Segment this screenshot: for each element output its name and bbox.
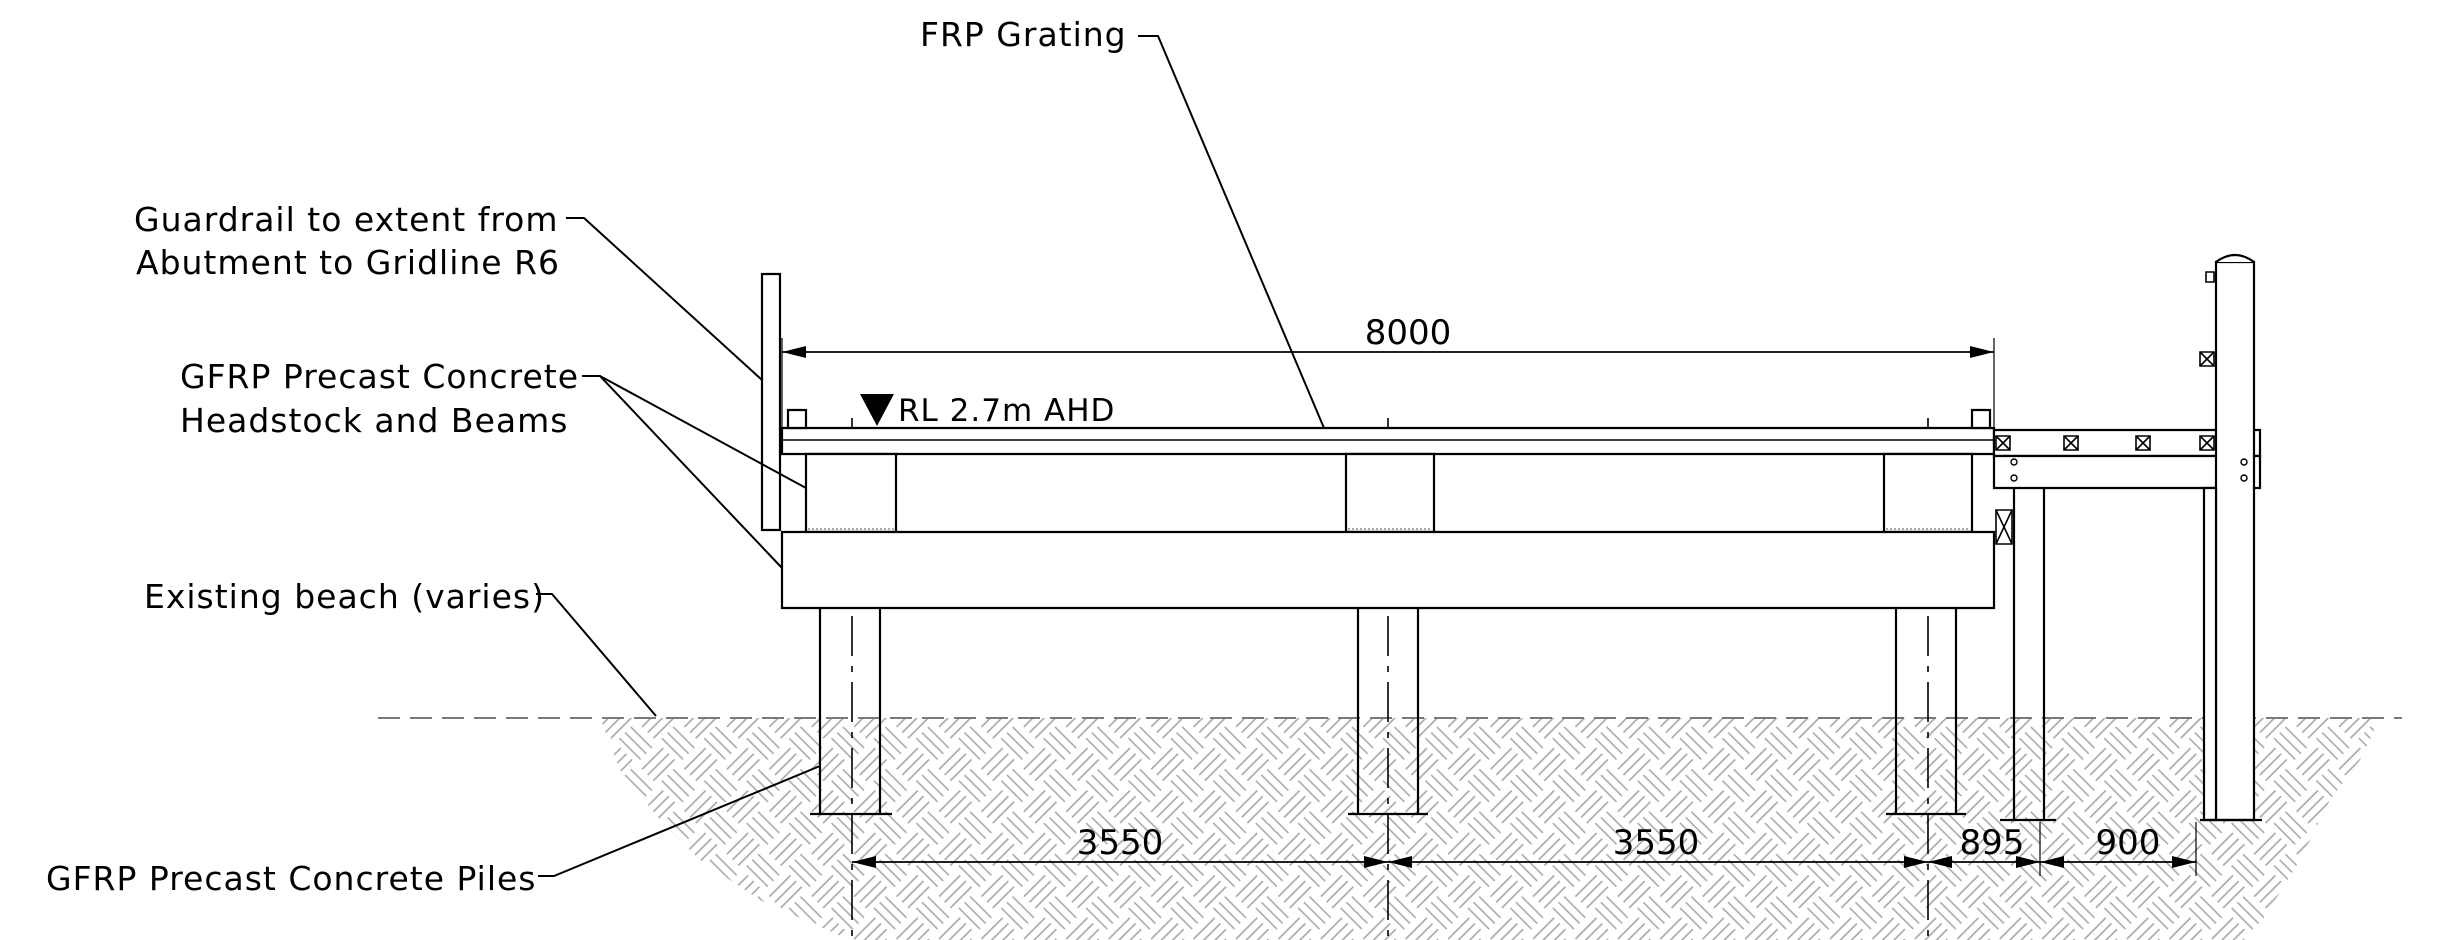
deck-kerb-left [788,410,806,428]
label-headstock-line2: Headstock and Beams [180,401,569,440]
dimension-text-span-3: 895 [1959,823,2025,863]
dimension-text-span-4: 900 [2095,823,2161,863]
beam-left [806,454,896,532]
leader-beach [536,594,656,716]
abutment-post [2216,262,2254,820]
pile-3 [1886,608,1966,814]
pile-2 [1348,608,1428,814]
leader-piles [538,766,820,876]
label-headstock-line1: GFRP Precast Concrete [180,357,580,396]
piles [810,608,1966,814]
leader-lines [536,36,1324,876]
label-guardrail-line1: Guardrail to extent from [134,200,559,239]
label-existing-beach: Existing beach (varies) [144,577,545,616]
label-guardrail-line2: Abutment to Gridline R6 [136,243,561,282]
dimension-text-span-2: 3550 [1612,823,1700,863]
leader-headstock-2 [600,376,782,568]
frp-grating-deck [782,428,1994,454]
deck-kerb-right [1972,410,1990,428]
label-gfrp-piles: GFRP Precast Concrete Piles [46,859,537,898]
label-rl-level: RL 2.7m AHD [898,393,1116,429]
leader-guardrail [566,218,762,380]
abutment-structure [1994,255,2262,820]
dimension-text-span-1: 3550 [1076,823,1164,863]
guardrail-post [762,274,780,530]
abutment-bolt-boxes [1996,272,2214,544]
dimension-overall [782,338,1994,428]
dimension-text-overall: 8000 [1364,313,1452,353]
headstock [782,532,1994,608]
leader-frp-grating [1138,36,1324,428]
soil-hatch [600,718,2380,940]
abutment-bolts [2010,458,2248,482]
rl-level-triangle-icon [860,394,894,426]
precast-beams [806,454,1972,532]
pile-1 [810,608,892,814]
dimension-chain-bottom [852,822,2196,876]
label-frp-grating: FRP Grating [920,15,1127,54]
beam-right [1884,454,1972,532]
beam-middle [1346,454,1434,532]
